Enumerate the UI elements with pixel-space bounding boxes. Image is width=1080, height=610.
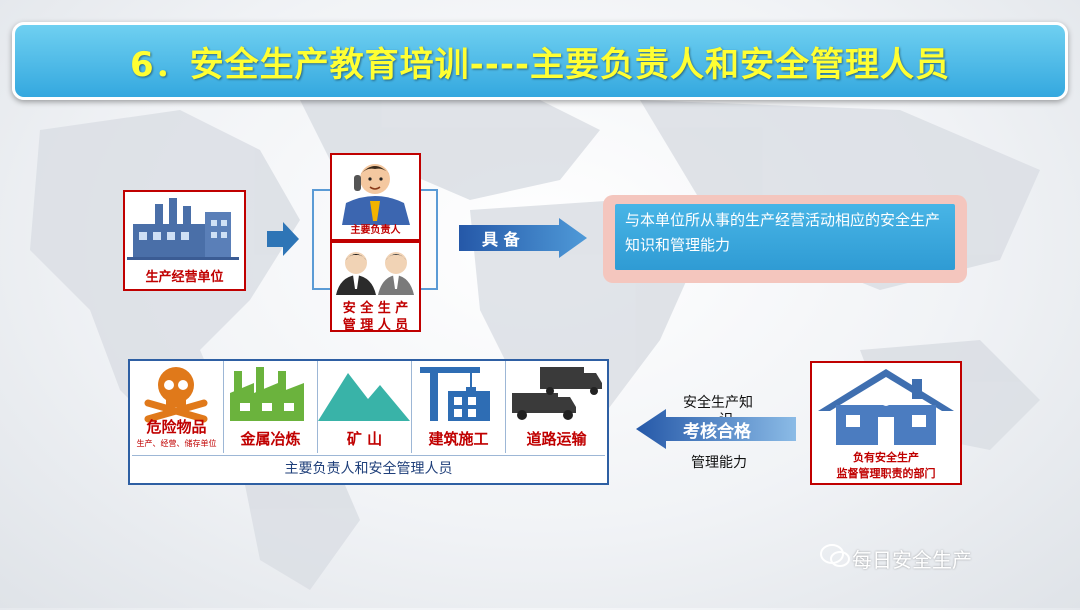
department-label-line2: 监督管理职责的部门 (836, 467, 936, 480)
production-unit-label: 生产经营单位 (145, 270, 224, 285)
right-arrow-icon (267, 222, 299, 256)
mountain-icon (318, 373, 410, 421)
regulatory-department-card: 负有安全生产 监督管理职责的部门 (810, 361, 962, 485)
industry-cell-mining: 矿 山 (318, 361, 412, 453)
truck-icon (512, 367, 602, 420)
world-map-background (30, 90, 1040, 590)
industry-cell-construction: 建筑施工 (412, 361, 506, 453)
staff-people-icon (336, 252, 414, 295)
house-icon (818, 369, 954, 445)
principal-card: 主要负责人 (330, 153, 421, 241)
requirement-text: 与本单位所从事的生产经营活动相应的安全生产知识和管理能力 (615, 204, 955, 270)
assessment-knowledge: 安全生产知 (683, 395, 753, 411)
assessment-passed-label: 考核合格 (683, 422, 751, 442)
assessment-management: 管理能力 (691, 455, 747, 471)
businessman-phone-icon (342, 164, 410, 225)
safety-staff-card: 安 全 生 产 管 理 人 员 (330, 241, 421, 333)
high-risk-industries-table: 危险物品 生产、经营、储存单位 金属冶炼 矿 山 建筑施工 (128, 359, 609, 485)
industries-footer: 主要负责人和安全管理人员 (132, 455, 605, 482)
factory-building-icon (127, 198, 239, 260)
page-title: 6．安全生产教育培训----主要负责人和安全管理人员 (129, 44, 951, 85)
factory-icon (230, 367, 304, 421)
skull-crossbones-icon (144, 367, 208, 423)
industry-cell-transport: 道路运输 (506, 361, 607, 453)
department-label-line1: 负有安全生产 (853, 451, 919, 464)
title-bar: 6．安全生产教育培训----主要负责人和安全管理人员 (12, 22, 1068, 100)
construction-crane-icon (420, 367, 490, 421)
industry-sub-hazardous: 生产、经营、储存单位 (136, 439, 217, 448)
industry-label-transport: 道路运输 (526, 430, 587, 448)
safety-staff-label-line2: 管 理 人 员 (342, 318, 409, 333)
watermark-text: 每日安全生产 (852, 548, 972, 572)
assessment-arrow (636, 409, 796, 449)
principal-label: 主要负责人 (350, 225, 401, 236)
production-unit-card: 生产经营单位 (123, 190, 246, 291)
industry-cell-metallurgy: 金属冶炼 (224, 361, 318, 453)
possess-label: 具 备 (482, 230, 520, 249)
industry-cell-hazardous: 危险物品 生产、经营、储存单位 (130, 361, 224, 453)
industry-label-metallurgy: 金属冶炼 (240, 430, 301, 448)
possess-arrow (459, 218, 587, 258)
industry-label-mining: 矿 山 (346, 430, 383, 448)
industry-label-hazardous: 危险物品 (146, 418, 207, 436)
wechat-logo-icon (820, 544, 850, 567)
industry-label-construction: 建筑施工 (428, 430, 489, 448)
safety-staff-label-line1: 安 全 生 产 (342, 301, 409, 316)
